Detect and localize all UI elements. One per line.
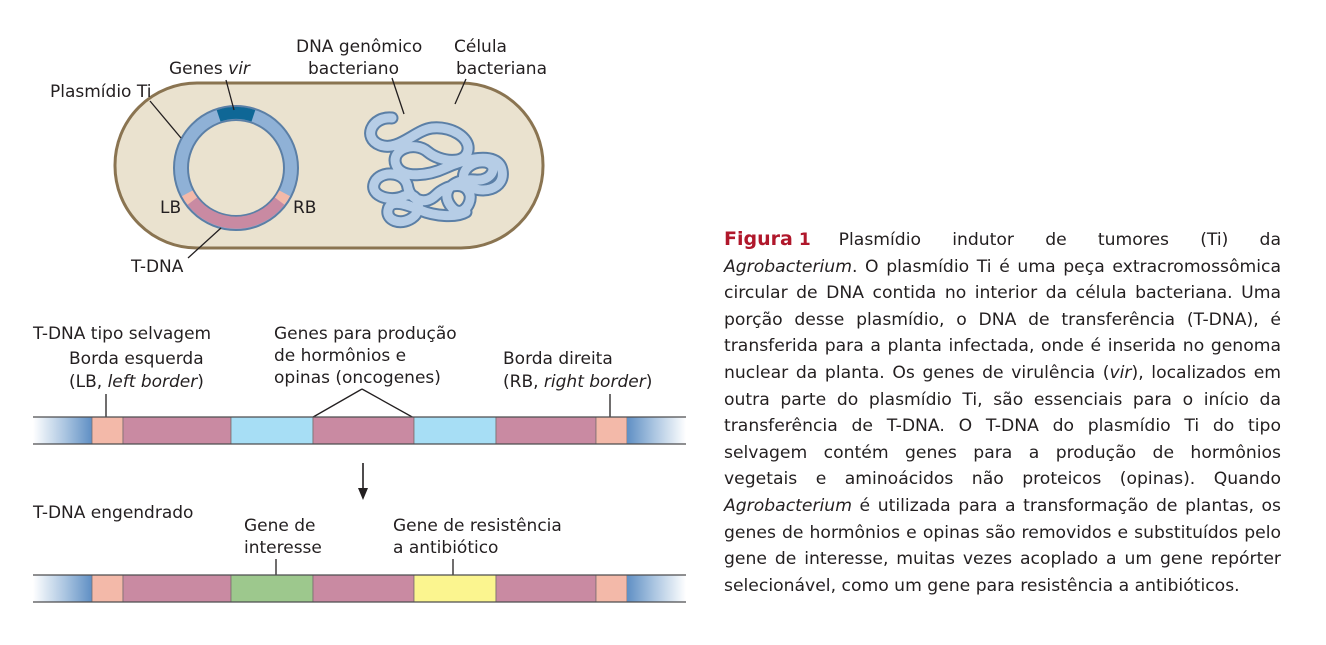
cell-leader-lines [149,77,467,259]
label-cell-line2: bacteriana [456,59,547,79]
caption-text-3: ), localizados em outra parte do plasmíd… [724,362,1282,490]
eng-tdna-seg1 [122,574,232,603]
wt-right-border [595,416,628,445]
wt-tdna-seg3 [495,416,597,445]
label-rb: RB [293,198,316,218]
genes-line2: de hormônios e [274,346,406,366]
wt-flank-right [627,417,686,444]
figure-number: 1 [798,230,811,250]
label-tdna: T-DNA [130,257,184,277]
caption-italic-2: vir [1109,362,1132,383]
wt-flank-left [33,417,92,444]
gene-interest-line2: interesse [244,538,322,558]
diagram: Genes vir Plasmídio Ti DNA genômico bact… [32,37,686,603]
left-border-line1: Borda esquerda [69,349,204,369]
label-genes-vir: Genes vir [169,59,251,79]
leader-tdna [187,227,222,259]
eng-tdna-seg3 [495,574,597,603]
wt-opine-gene2 [413,416,497,445]
caption-text-2: . O plasmídio Ti é uma peça extracromoss… [724,256,1281,383]
leader-genes-vir [225,79,235,111]
right-border-line2: (RB, right border) [503,372,652,392]
eng-left-border [91,574,124,603]
genomic-dna [364,111,509,229]
gene-resistance-line1: Gene de resistência [393,516,562,536]
plasmid-ti [173,105,299,231]
rb-region [274,190,291,205]
label-cell-line1: Célula [454,37,507,57]
wt-left-border [91,416,124,445]
vir-region [216,106,256,122]
engineered-strip [33,574,686,603]
caption-italic-3: Agrobacterium [724,495,852,516]
wt-opine-gene1 [230,416,314,445]
genomic-dna-coil-fill [366,113,507,227]
label-lb: LB [160,198,181,218]
right-border-line1: Borda direita [503,349,613,369]
wt-tdna-seg1 [122,416,232,445]
caption-italic-1: Agrobacterium [724,256,852,277]
genes-line3: opinas (oncogenes) [274,368,441,388]
eng-right-border [595,574,628,603]
label-genomic-line2: bacteriano [308,59,399,79]
leader-plasmid [149,100,182,139]
wildtype-title: T-DNA tipo selvagem [32,324,211,344]
label-genomic-line1: DNA genômico [296,37,422,57]
wildtype-strip [33,416,686,445]
genes-line1: Genes para produção [274,324,457,344]
wt-tdna-seg2 [312,416,415,445]
engineered-title: T-DNA engendrado [32,503,193,523]
lb-region [181,190,198,205]
label-plasmid: Plasmídio Ti [50,82,151,102]
gene-resistance-line2: a antibiótico [393,538,498,558]
left-border-line2: (LB, left border) [69,372,204,392]
eng-tdna-seg2 [312,574,415,603]
down-arrow [358,463,368,500]
leader-genomic [391,77,405,115]
eng-flank-right [627,575,686,602]
figure-label: Figura [724,228,793,250]
tdna-region [187,197,285,229]
caption-text-1: Plasmídio indutor de tumores (Ti) da [838,230,1281,250]
leader-cell [454,78,467,105]
caption-text-4: é utilizada para a transformação de plan… [724,495,1281,596]
gene-interest-line1: Gene de [244,516,316,536]
eng-gene-interest [230,574,314,603]
eng-flank-left [33,575,92,602]
eng-gene-resistance [413,574,497,603]
